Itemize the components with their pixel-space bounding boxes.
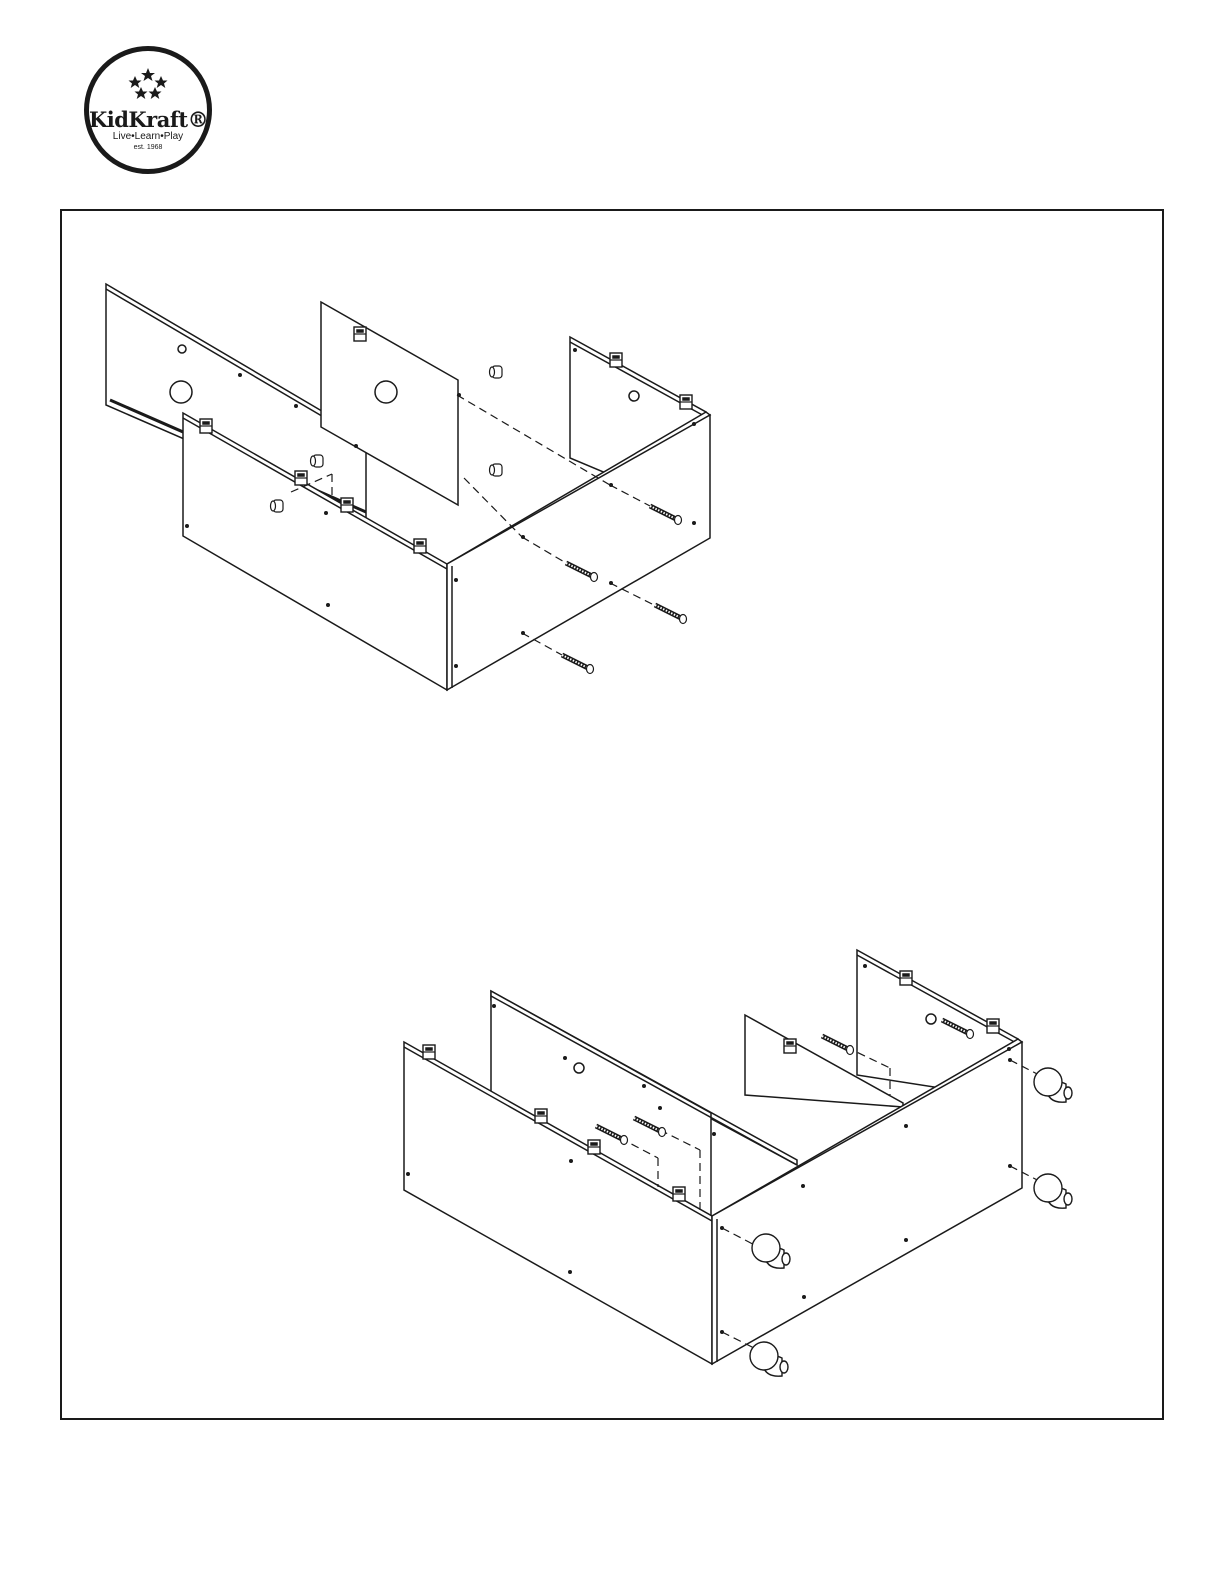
upper-assembly-step	[106, 284, 710, 690]
lower-assembly-step	[404, 950, 1072, 1376]
